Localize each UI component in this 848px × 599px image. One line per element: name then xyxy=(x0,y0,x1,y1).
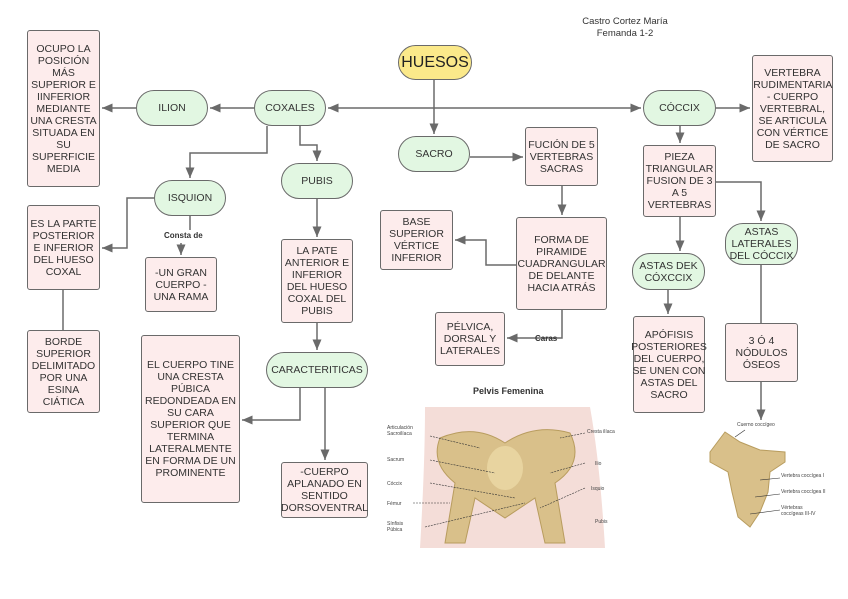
node-nodulos: 3 Ó 4 NÓDULOS ÓSEOS xyxy=(725,323,798,382)
node-coccix-pieza: PIEZA TRIANGULAR FUSION DE 3 A 5 VERTEBR… xyxy=(643,145,716,217)
node-pubis: PUBIS xyxy=(281,163,353,199)
coccyx-label-cuerno: Cuerno coccígeo xyxy=(737,422,775,428)
node-coccix-desc: VERTEBRA RUDIMENTARIA - CUERPO VERTEBRAL… xyxy=(752,55,833,162)
node-astas-laterales: ASTAS LATERALES DEL CÓCCIX xyxy=(725,223,798,265)
pelvis-label-cresta: Cresta ilíaca xyxy=(587,429,615,435)
label-caras: Caras xyxy=(535,334,558,343)
node-coccix: CÓCCIX xyxy=(643,90,716,126)
pelvis-illustration xyxy=(413,407,605,548)
pelvis-label-sacroiliaca: Articulación Sacroilíaca xyxy=(387,425,413,437)
pelvis-label-ilio: Ilio xyxy=(595,461,602,467)
coccyx-label-vertebras-3-4: Vértebras coccígeas III-IV xyxy=(781,505,816,517)
author-line-1: Castro Cortez María xyxy=(582,16,668,27)
node-isquion-borde: BORDE SUPERIOR DELIMITADO POR UNA ESINA … xyxy=(27,330,100,413)
node-ilion-desc: OCUPO LA POSICIÓN MÁS SUPERIOR E IINFERI… xyxy=(27,30,100,187)
pelvis-label-sacrum: Sacrum xyxy=(387,457,405,463)
node-sacro-fusion: FUCIÓN DE 5 VERTEBRAS SACRAS xyxy=(525,127,598,186)
node-coxales: COXALES xyxy=(254,90,326,126)
pelvis-image-title: Pelvis Femenina xyxy=(473,386,544,396)
node-caract-1: EL CUERPO TINE UNA CRESTA PÚBICA REDONDE… xyxy=(141,335,240,503)
node-sacro: SACRO xyxy=(398,136,470,172)
node-caract-2: -CUERPO APLANADO EN SENTIDO DORSOVENTRAL xyxy=(281,462,368,518)
node-sacro-base: BASE SUPERIOR VÉRTICE INFERIOR xyxy=(380,210,453,270)
pelvis-label-sinfisis: Sínfisis Púbica xyxy=(387,521,404,533)
pelvis-label-pubis: Pubis xyxy=(595,519,608,525)
node-ilion: ILION xyxy=(136,90,208,126)
node-sacro-forma: FORMA DE PIRAMIDE CUADRANGULAR DE DELANT… xyxy=(516,217,607,310)
label-consta-de: Consta de xyxy=(164,231,203,240)
root-node-huesos: HUESOS xyxy=(398,45,472,80)
node-pubis-desc: LA PATE ANTERIOR E INFERIOR DEL HUESO CO… xyxy=(281,239,353,323)
pelvis-label-coccix: Cóccix xyxy=(387,481,403,487)
coccyx-illustration xyxy=(709,429,786,528)
node-astas-desc: APÓFISIS POSTERIORES DEL CUERPO, SE UNEN… xyxy=(631,316,707,413)
node-isquion: ISQUION xyxy=(154,180,226,216)
node-isquion-desc: ES LA PARTE POSTERIOR E INFERIOR DEL HUE… xyxy=(27,205,100,290)
pelvis-label-femur: Fémur xyxy=(387,501,402,507)
node-astas: ASTAS DEK CÓXCCIX xyxy=(632,253,705,290)
pelvis-label-isquio: Isquio xyxy=(591,486,605,492)
author-line-2: Femanda 1-2 xyxy=(596,28,654,39)
node-sacro-caras: PÉLVICA, DORSAL Y LATERALES xyxy=(435,312,505,366)
coccyx-label-vertebra-1: Vertebra coccígea I xyxy=(781,473,825,479)
author-name: Castro Cortez María Femanda 1-2 xyxy=(580,16,670,40)
node-isquion-partes: -UN GRAN CUERPO -UNA RAMA xyxy=(145,257,217,312)
node-caracteristicas: CARACTERITICAS xyxy=(266,352,368,388)
coccyx-label-vertebra-2: Vertebra coccígea II xyxy=(781,489,826,495)
